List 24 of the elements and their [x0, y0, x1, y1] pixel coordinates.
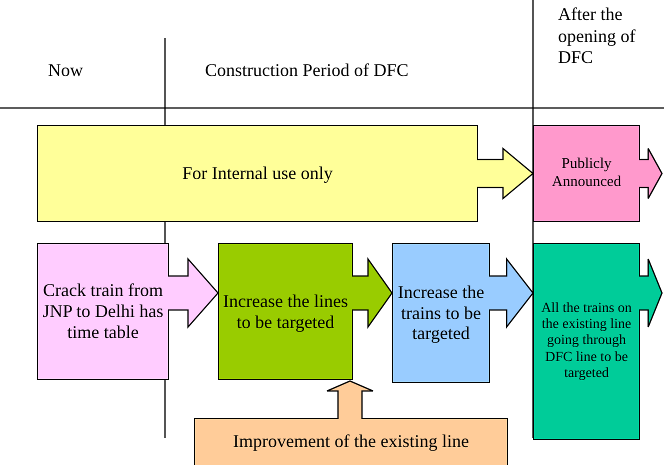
column-heading: After the opening of DFC: [558, 4, 636, 69]
box-text: Increase the lines to be targeted: [222, 290, 349, 332]
block-arrow: [638, 258, 663, 328]
box-text: Crack train from JNP to Delhi has time table: [42, 280, 164, 343]
box-text: Publicly Announced: [550, 156, 622, 191]
block-arrow: [638, 148, 663, 200]
process-box: [218, 243, 353, 380]
box-text: Increase the trains to be targeted: [396, 282, 486, 344]
box-text: Improvement of the existing line: [233, 431, 469, 452]
block-arrow: [488, 257, 534, 329]
block-arrow: [351, 256, 393, 330]
process-box: [392, 243, 490, 383]
process-box: [194, 418, 508, 465]
box-text: All the trains on the existing line going through DFC line to be targeted: [540, 301, 633, 382]
column-heading: Now: [48, 60, 84, 82]
process-box: [37, 243, 169, 380]
block-arrow: [476, 147, 534, 200]
process-box: [37, 125, 478, 222]
column-heading: Construction Period of DFC: [205, 60, 410, 82]
box-text: For Internal use only: [182, 163, 333, 184]
block-arrow: [326, 380, 374, 420]
block-arrow: [167, 257, 219, 329]
process-box: [533, 125, 640, 222]
process-box: [533, 243, 640, 440]
